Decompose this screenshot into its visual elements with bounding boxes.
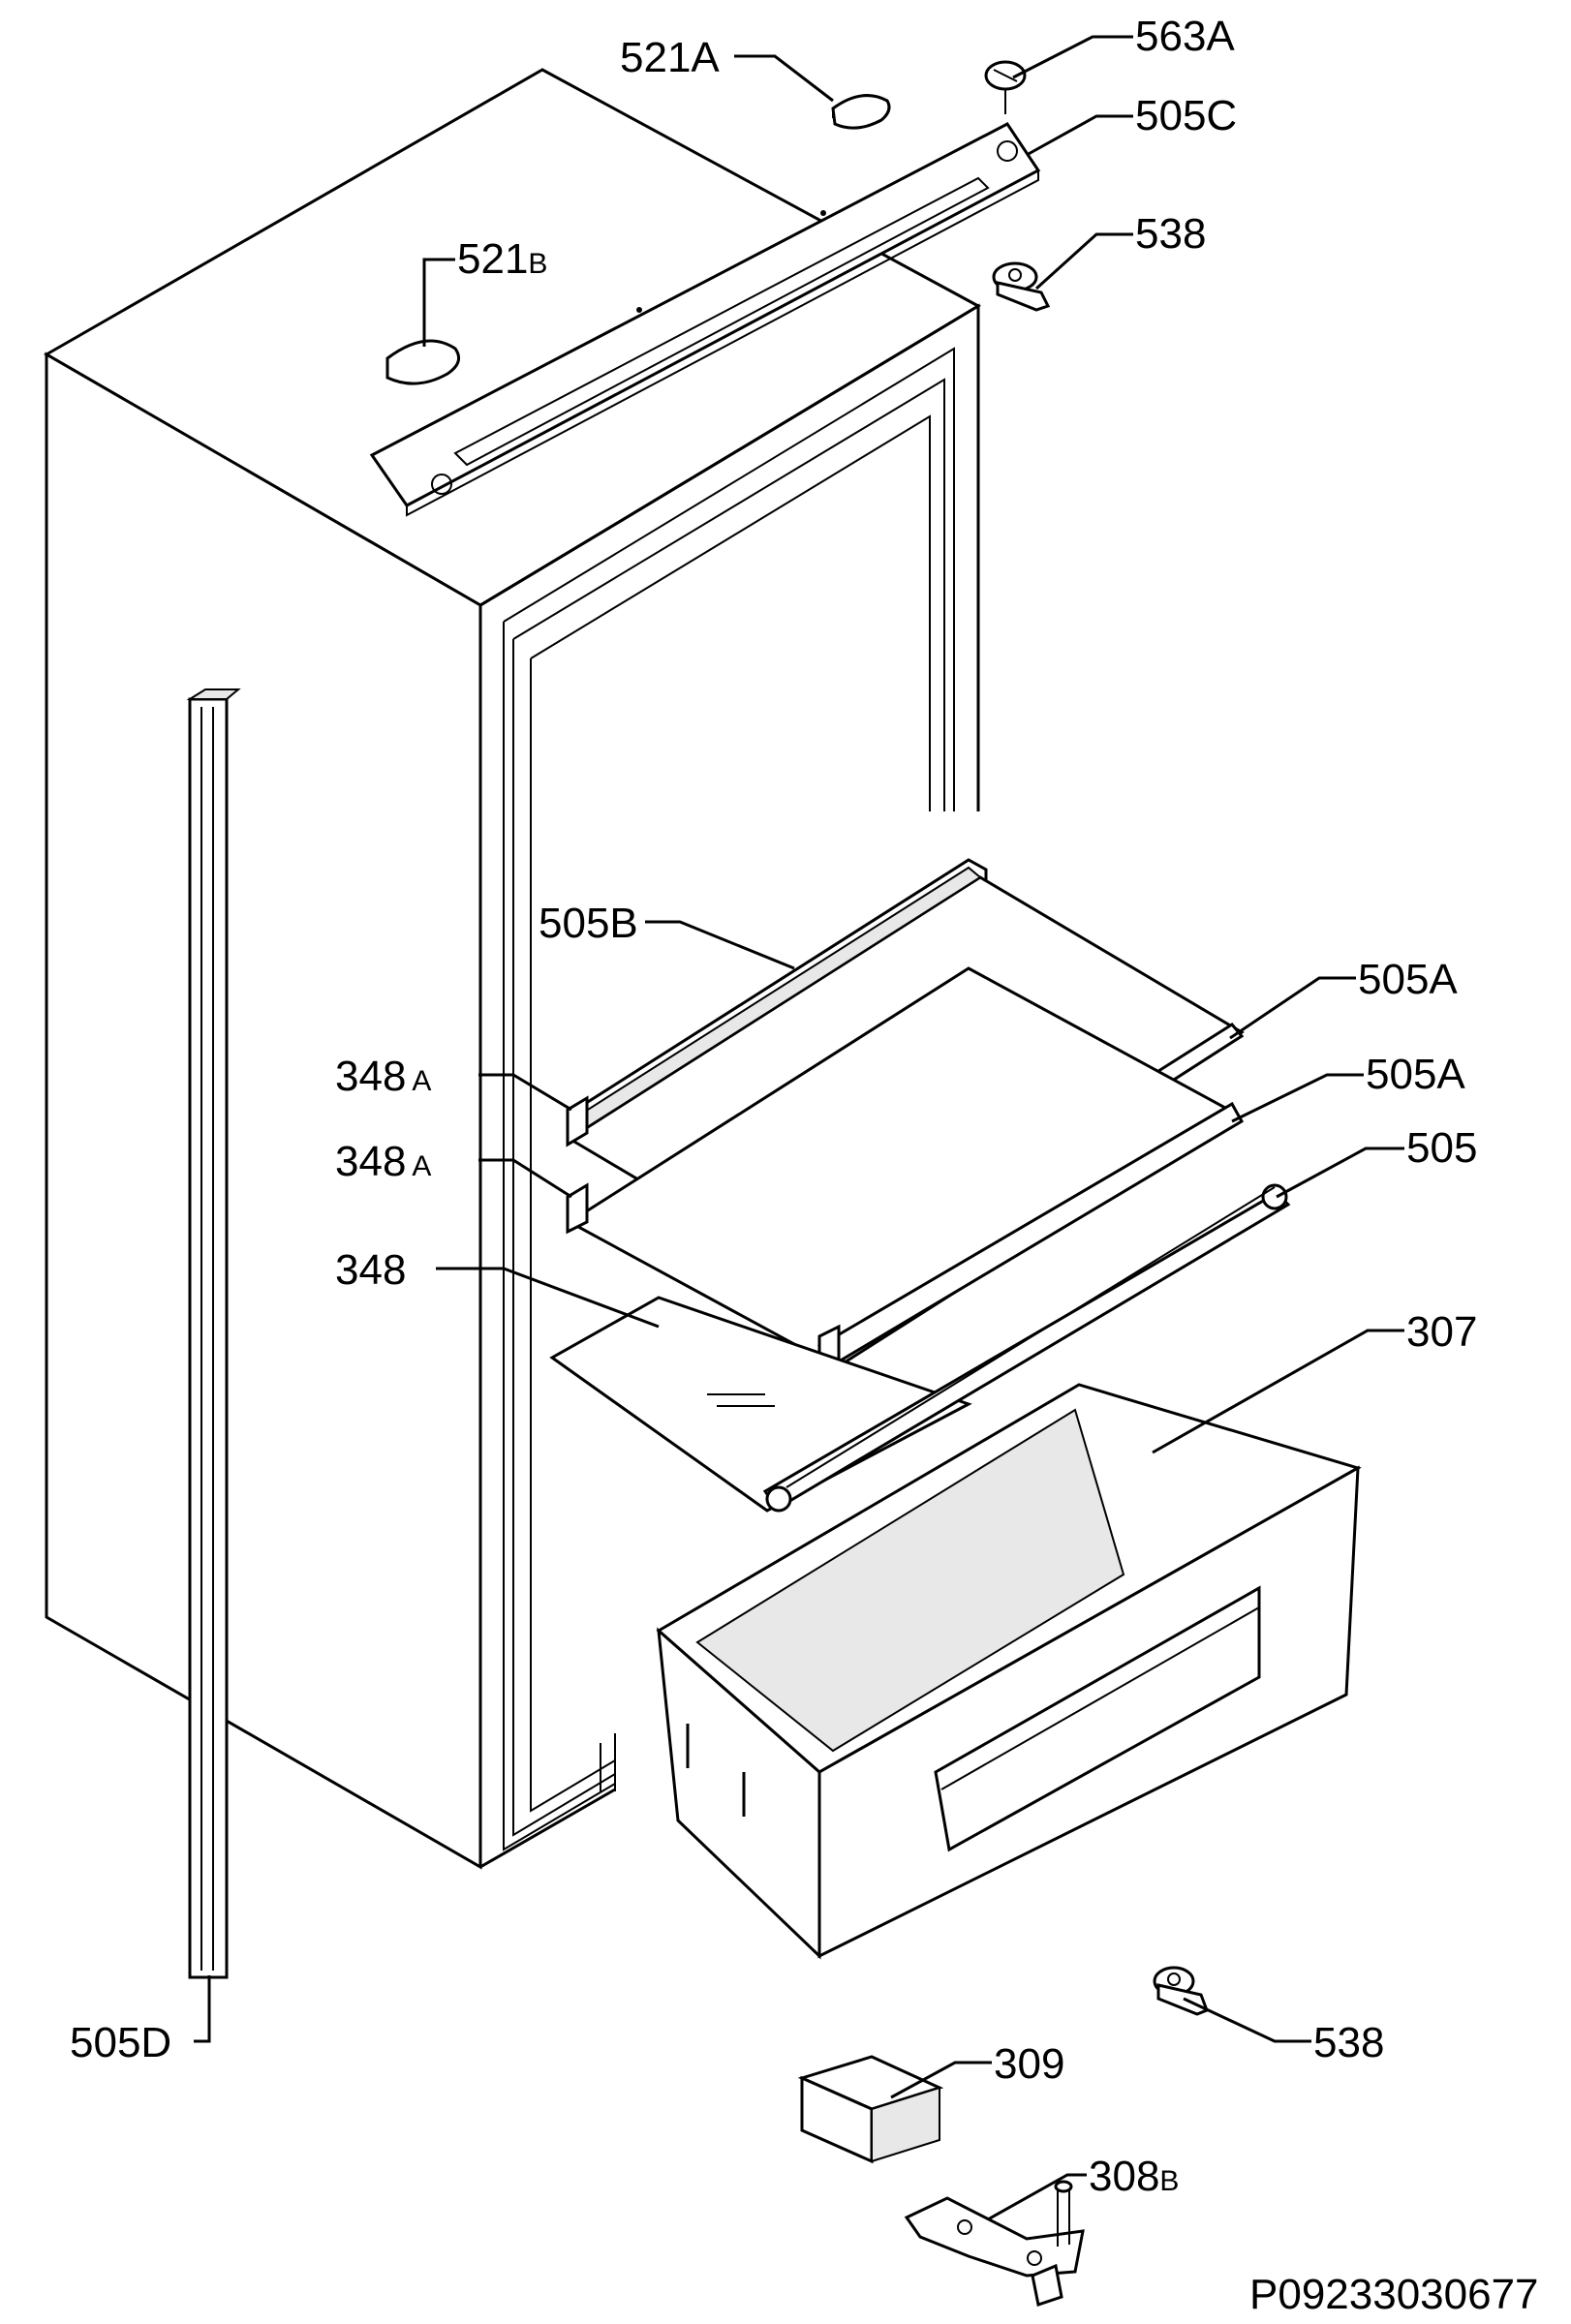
callout-505a-lower: 505A [1366,1051,1465,1098]
callout-538-top: 538 [1135,210,1206,258]
shelf-bottom-348 [549,1296,972,1513]
leader-lines [194,35,1404,2221]
front-strip-505 [762,1183,1291,1513]
callout-563a: 563A [1135,13,1235,60]
hinge-538-top [992,261,1051,312]
callout-505c: 505C [1135,92,1237,139]
callout-505: 505 [1406,1124,1477,1172]
hinge-538-bottom [1153,1966,1209,2016]
top-rail-505c [369,122,1041,517]
hinge-308b [904,2180,1085,2307]
callout-538-bottom: 538 [1313,2019,1384,2066]
callout-521b: 521B [457,235,547,283]
callout-348: 348 [335,1246,406,1294]
drawer-307 [656,1383,1362,1960]
door-strip-505d [186,688,241,1979]
cabinet [43,68,982,1870]
callout-505d: 505D [70,2019,171,2066]
callout-505a-upper: 505A [1358,956,1458,1003]
callout-307: 307 [1406,1308,1477,1356]
block-309 [797,2055,944,2164]
callout-309: 309 [994,2040,1064,2088]
screw-563a [984,60,1027,114]
callout-308b: 308B [1089,2153,1179,2200]
cap-521a [831,94,891,130]
reference-code: P09233030677 [1249,2271,1539,2318]
callout-505b: 505B [539,900,638,947]
callout-521a: 521A [620,34,720,81]
